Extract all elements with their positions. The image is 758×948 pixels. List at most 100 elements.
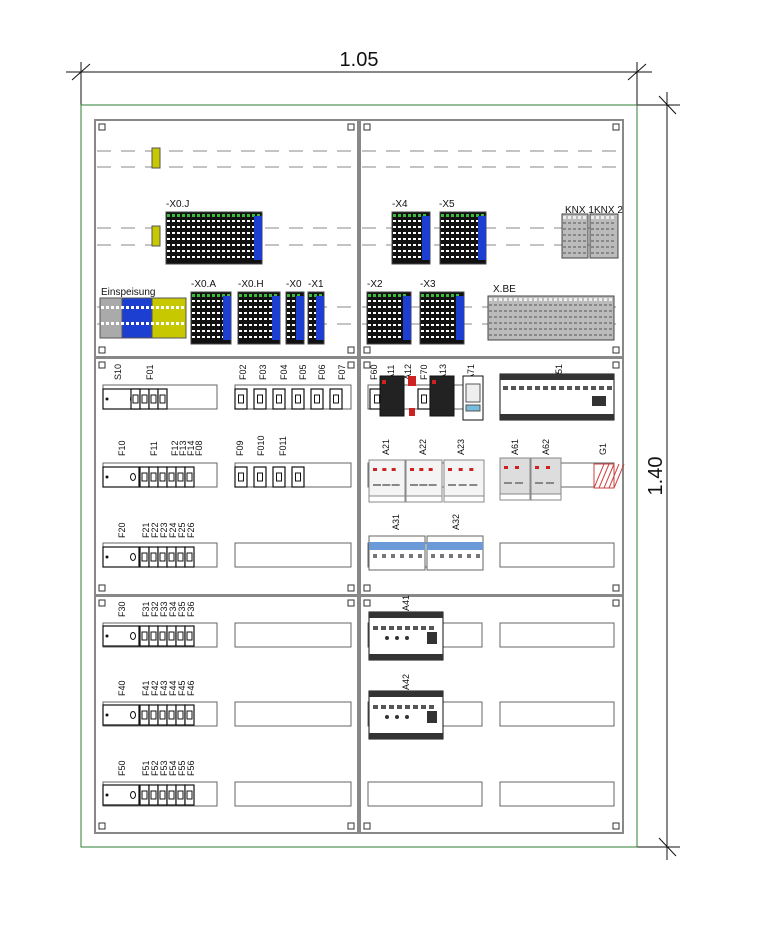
breaker	[166, 784, 177, 806]
terminal-label-x0a: -X0.A	[191, 279, 216, 290]
rail-box	[367, 781, 483, 807]
terminal-block	[391, 211, 431, 265]
knx-interface	[462, 375, 484, 421]
terminal-block	[561, 213, 589, 259]
width-label: 1.05	[340, 49, 379, 71]
device-label: F40	[117, 680, 127, 696]
dimmer-module	[368, 535, 426, 571]
cabinet-outline	[80, 104, 638, 848]
rail-box	[499, 622, 615, 648]
breaker	[166, 546, 177, 568]
width-dimension	[66, 62, 652, 106]
breaker	[148, 784, 159, 806]
breaker	[291, 388, 305, 410]
corner-marker	[363, 346, 371, 354]
breaker	[175, 466, 186, 488]
device-label: G1	[598, 443, 608, 455]
actuator-a51	[499, 373, 615, 421]
device-label: A42	[401, 674, 411, 690]
device-label: F54	[168, 760, 178, 776]
breaker	[272, 388, 286, 410]
terminal-label-knx2: KNX 2	[594, 205, 623, 216]
device-label: A23	[456, 439, 466, 455]
terminal-block	[439, 211, 487, 265]
device-label: F22	[150, 522, 160, 538]
breaker	[175, 546, 186, 568]
device-label: F34	[168, 601, 178, 617]
device-label: F03	[258, 364, 268, 380]
breaker	[166, 625, 177, 647]
device-label: F36	[186, 601, 196, 617]
breaker	[157, 466, 168, 488]
device-label: A11	[386, 365, 396, 380]
corner-marker	[347, 599, 355, 607]
device-label: F12	[170, 440, 180, 456]
corner-marker	[612, 346, 620, 354]
breaker	[166, 466, 177, 488]
device-label: F011	[278, 436, 288, 456]
height-dimension	[637, 92, 680, 860]
height-label: 1.40	[645, 457, 667, 496]
device-label: F14	[186, 440, 196, 456]
breaker	[417, 388, 431, 410]
breaker	[148, 625, 159, 647]
rail-end-marker	[151, 225, 161, 247]
device-label: F32	[150, 601, 160, 617]
breaker	[184, 625, 195, 647]
actuator	[368, 459, 406, 503]
device-label: F70	[419, 364, 429, 380]
device-label: A51	[554, 364, 564, 380]
mounting-plates	[94, 119, 624, 834]
terminal-block	[190, 291, 232, 345]
device-label: A61	[510, 439, 520, 455]
device-label: F45	[177, 680, 187, 696]
breaker	[139, 784, 150, 806]
device-label: A22	[418, 439, 428, 455]
device-label: S10	[113, 364, 123, 380]
corner-marker	[363, 584, 371, 592]
corner-marker	[98, 123, 106, 131]
terminal-block	[237, 291, 281, 345]
breaker	[148, 704, 159, 726]
terminal-blocks	[99, 211, 619, 345]
rail-box	[234, 542, 352, 568]
device-label: A31	[391, 514, 401, 530]
breaker	[184, 546, 195, 568]
rail-box	[234, 701, 352, 727]
device-label: F42	[150, 680, 160, 696]
feed-in-terminals	[99, 297, 187, 339]
terminal-label-x5: -X5	[439, 199, 455, 210]
device-label: F010	[256, 435, 266, 456]
corner-marker	[363, 123, 371, 131]
terminal-label-x3: -X3	[420, 279, 436, 290]
corner-marker	[612, 361, 620, 369]
breaker	[157, 704, 168, 726]
corner-marker	[98, 584, 106, 592]
device-label: F08	[194, 440, 204, 456]
device-label: A71	[466, 364, 476, 380]
device-label: A13	[438, 364, 448, 380]
breaker	[184, 784, 195, 806]
panel-corner-markers	[98, 123, 620, 830]
breaker	[184, 704, 195, 726]
device-label: F10	[117, 440, 127, 456]
device-label: F41	[141, 680, 151, 696]
dimmer-module	[426, 535, 484, 571]
circuit-breakers	[102, 388, 431, 806]
rail-box	[234, 622, 352, 648]
main-switch	[102, 625, 140, 647]
device-label: F53	[159, 760, 169, 776]
corner-marker	[347, 123, 355, 131]
corner-marker	[612, 123, 620, 131]
device-label: A21	[381, 439, 391, 455]
terminal-block	[487, 295, 615, 341]
device-label: F24	[168, 522, 178, 538]
device-label: F01	[145, 364, 155, 380]
device-label: F26	[186, 522, 196, 538]
device-label: F09	[235, 440, 245, 456]
main-switch	[102, 466, 140, 488]
breaker	[139, 388, 150, 410]
corner-marker	[363, 599, 371, 607]
device-label: F35	[177, 601, 187, 617]
device-label: F55	[177, 760, 187, 776]
